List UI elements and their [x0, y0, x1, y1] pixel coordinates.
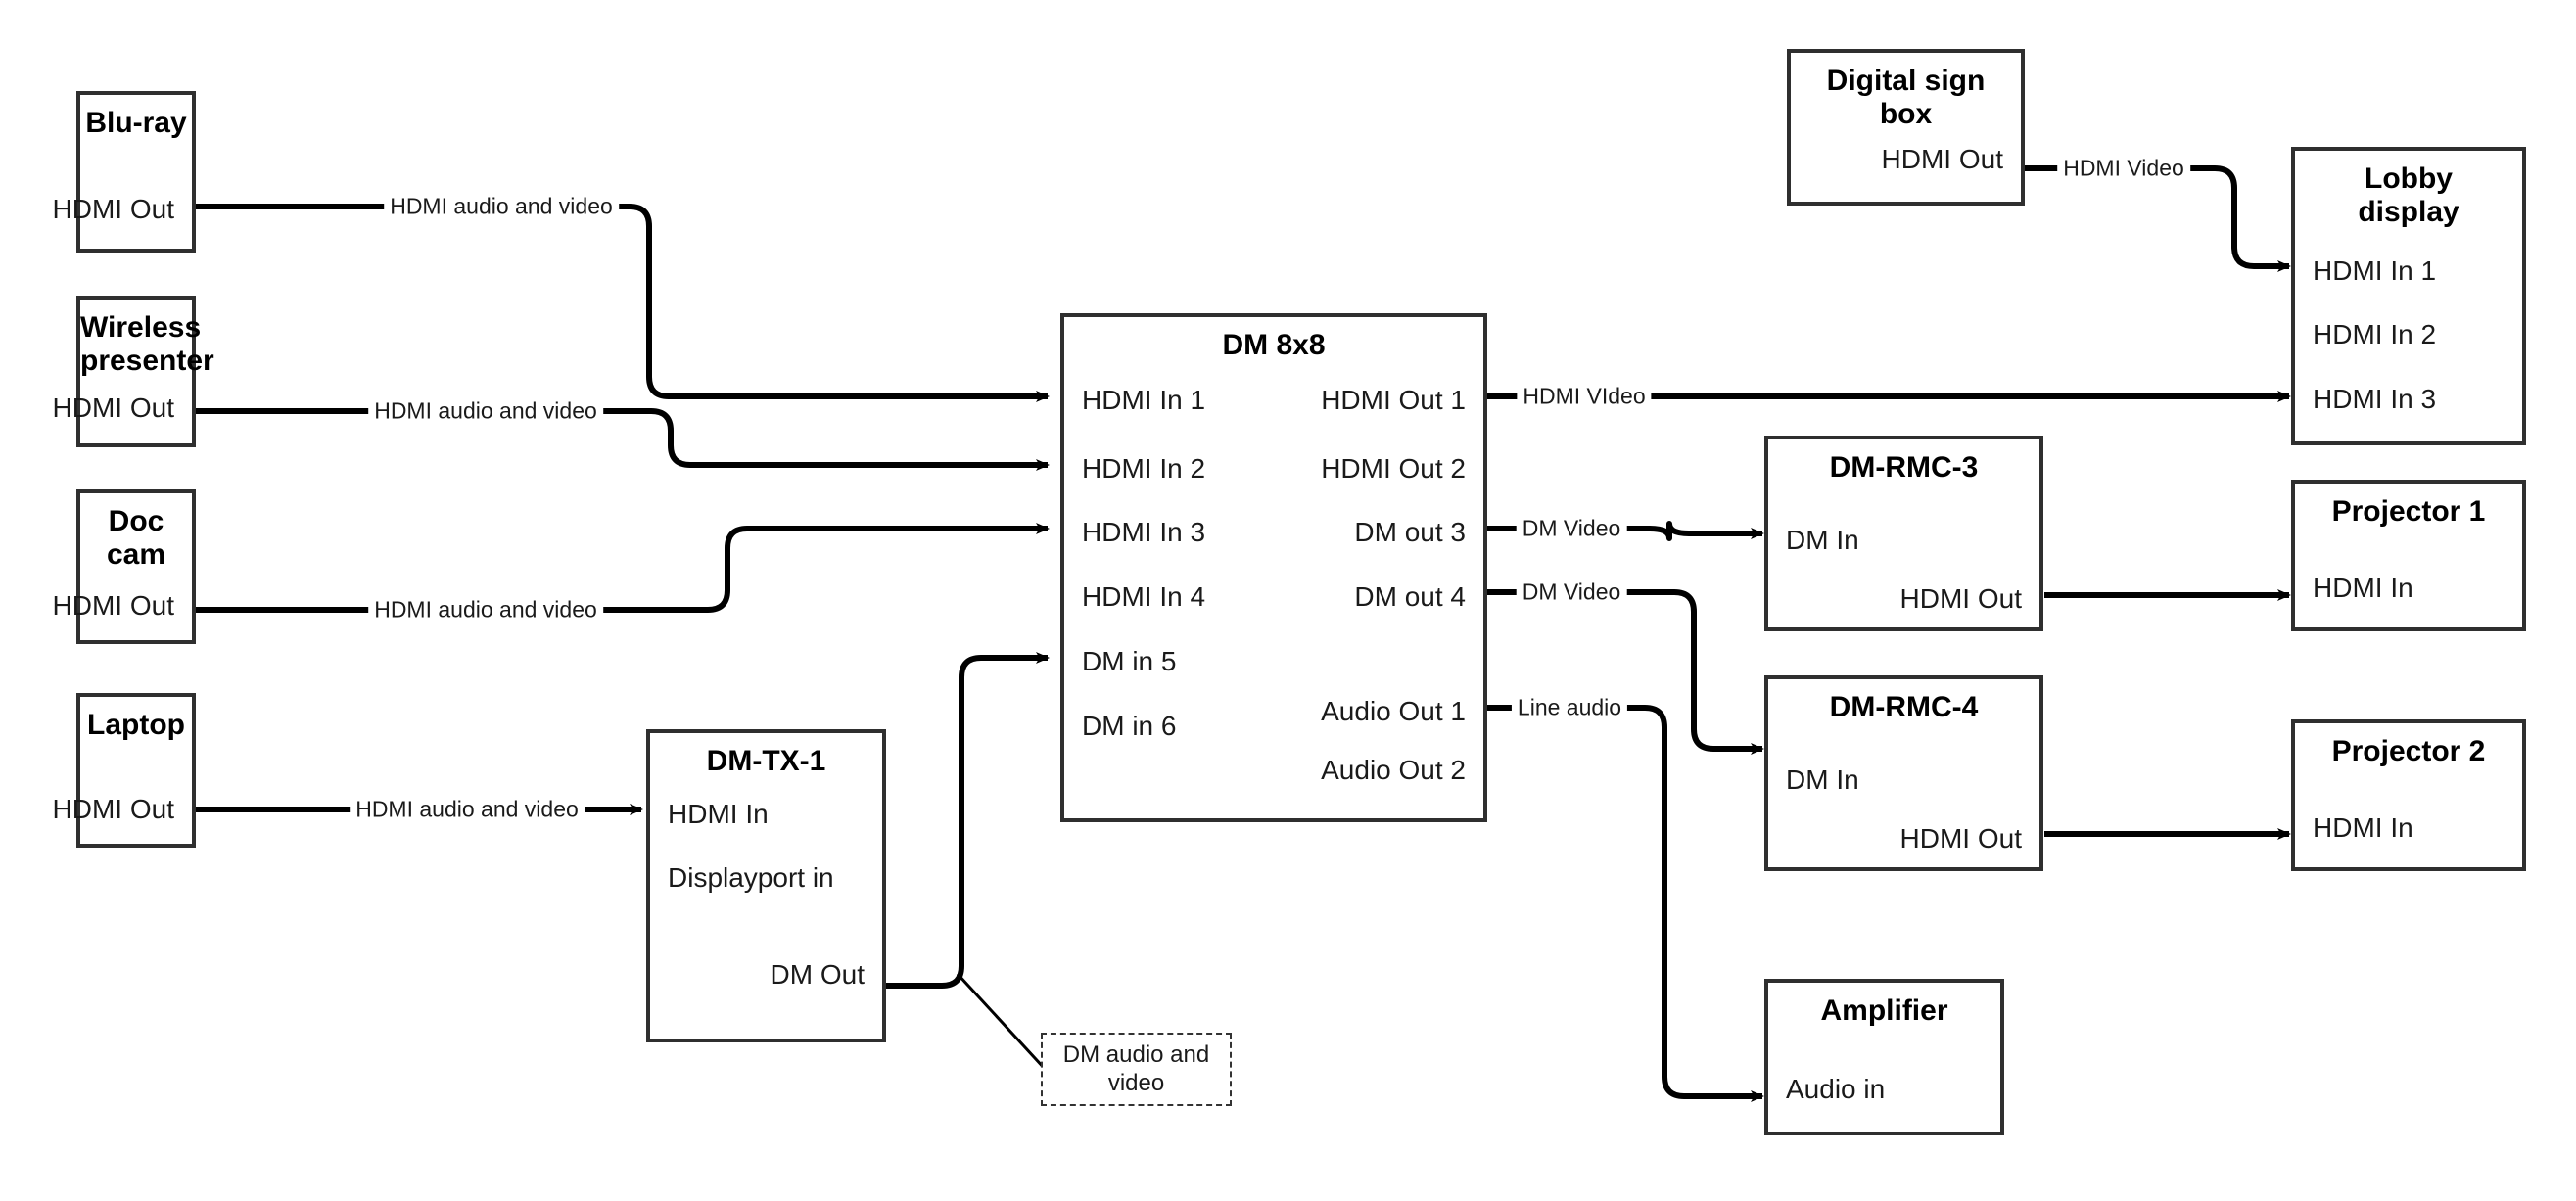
wire-audio-out1-to-amplifier: [1487, 705, 1764, 1102]
node-bluray[interactable]: Blu-ray HDMI Out: [53, 91, 196, 253]
port-lobby-hdmi-in-1[interactable]: HDMI In 1: [2313, 255, 2437, 286]
port-dm8x8-hdmi-in-1[interactable]: HDMI In 1: [1082, 385, 1206, 415]
port-dm8x8-hdmi-out-1[interactable]: HDMI Out 1: [1321, 385, 1466, 415]
port-dm8x8-audio-out-2[interactable]: Audio Out 2: [1321, 755, 1466, 785]
port-laptop-hdmi-out[interactable]: HDMI Out: [52, 794, 174, 824]
port-dm8x8-hdmi-in-2[interactable]: HDMI In 2: [1082, 453, 1206, 484]
leader-line-dm-note: [956, 972, 1048, 1072]
wire-bluray: [196, 204, 1050, 402]
edge-label-dm-out3: DM Video: [1516, 515, 1627, 542]
port-rmc4-hdmi-out[interactable]: HDMI Out: [1899, 823, 2022, 854]
node-lobby-display[interactable]: Lobby display HDMI In 1 HDMI In 2 HDMI I…: [2291, 147, 2526, 445]
port-doccam-hdmi-out[interactable]: HDMI Out: [52, 590, 174, 621]
annotation-line-2: video: [1107, 1069, 1165, 1096]
port-dm8x8-hdmi-in-3[interactable]: HDMI In 3: [1082, 517, 1206, 547]
node-bluray-title: Blu-ray: [85, 107, 187, 139]
port-bluray-hdmi-out[interactable]: HDMI Out: [52, 194, 174, 224]
port-dm8x8-hdmi-out-2[interactable]: HDMI Out 2: [1321, 453, 1466, 484]
node-projector-2[interactable]: Projector 2 HDMI In: [2291, 719, 2526, 871]
wire-wireless: [196, 408, 1050, 471]
node-dm-8x8-title: DM 8x8: [1222, 329, 1326, 361]
port-lobby-hdmi-in-3[interactable]: HDMI In 3: [2313, 384, 2437, 414]
node-dm-tx-1[interactable]: DM-TX-1 HDMI In Displayport in DM Out: [646, 729, 886, 1042]
node-digital-sign-box[interactable]: Digital sign box HDMI Out: [1787, 49, 2025, 206]
node-amplifier-title: Amplifier: [1820, 994, 1948, 1027]
port-rmc4-dm-in[interactable]: DM In: [1786, 764, 1859, 795]
wire-digitalsign-to-lobby-in1: [2025, 165, 2291, 272]
node-projector-1-title: Projector 1: [2331, 495, 2486, 528]
edge-label-dm-out4: DM Video: [1516, 578, 1627, 606]
node-amplifier[interactable]: Amplifier Audio in: [1764, 979, 2004, 1135]
port-proj1-hdmi-in[interactable]: HDMI In: [2313, 573, 2413, 603]
port-lobby-hdmi-in-2[interactable]: HDMI In 2: [2313, 319, 2437, 349]
edge-label-audio-out1: Line audio: [1511, 694, 1628, 721]
node-wireless-presenter-title: Wireless presenter: [80, 311, 214, 377]
port-dm8x8-hdmi-in-4[interactable]: HDMI In 4: [1082, 581, 1206, 612]
node-digital-sign-box-title: Digital sign box: [1791, 65, 2021, 130]
port-amplifier-audio-in[interactable]: Audio in: [1786, 1074, 1886, 1104]
port-dm8x8-dm-in-5[interactable]: DM in 5: [1082, 646, 1177, 676]
wire-bluray-to-dm8x8-in1: [196, 207, 1050, 396]
edge-label-laptop: HDMI audio and video: [350, 796, 585, 823]
port-wireless-hdmi-out[interactable]: HDMI Out: [52, 393, 174, 423]
node-dm-rmc-4-title: DM-RMC-4: [1829, 691, 1979, 723]
node-wireless-title-line-1: Wireless: [80, 311, 202, 344]
annotation-line-1: DM audio and: [1062, 1040, 1210, 1068]
edge-label-digital-sign: HDMI Video: [2057, 155, 2190, 182]
node-doc-cam[interactable]: Doc cam HDMI Out: [53, 489, 196, 644]
wire-dm-out4-to-rmc4: [1487, 589, 1764, 755]
edge-label-wireless: HDMI audio and video: [368, 397, 603, 425]
port-dm8x8-dm-in-6[interactable]: DM in 6: [1082, 711, 1177, 741]
port-proj2-hdmi-in[interactable]: HDMI In: [2313, 812, 2413, 843]
port-rmc3-hdmi-out[interactable]: HDMI Out: [1899, 583, 2022, 614]
node-laptop-title: Laptop: [87, 709, 185, 741]
node-digitalsign-title-line-1: Digital sign: [1826, 65, 1986, 97]
port-dm8x8-dm-out-4[interactable]: DM out 4: [1354, 581, 1466, 612]
edge-label-hdmi-out1: HDMI VIdeo: [1517, 383, 1652, 410]
edge-label-bluray: HDMI audio and video: [384, 193, 619, 220]
node-lobby-title-line-1: Lobby: [2365, 162, 2453, 195]
node-projector-2-title: Projector 2: [2331, 735, 2486, 767]
node-lobby-title-line-2: display: [2358, 195, 2459, 228]
port-dmtx1-hdmi-in[interactable]: HDMI In: [668, 799, 769, 829]
port-digitalsign-hdmi-out[interactable]: HDMI Out: [1881, 144, 2003, 174]
node-wireless-title-line-2: presenter: [80, 344, 214, 377]
port-dmtx1-dm-out[interactable]: DM Out: [770, 959, 865, 990]
node-doc-cam-title: Doc cam: [106, 505, 166, 571]
node-dm-rmc-3-title: DM-RMC-3: [1829, 451, 1979, 484]
port-dm8x8-dm-out-3[interactable]: DM out 3: [1354, 517, 1466, 547]
port-rmc3-dm-in[interactable]: DM In: [1786, 525, 1859, 555]
edge-label-doccam: HDMI audio and video: [368, 596, 603, 624]
node-dm-8x8[interactable]: DM 8x8 HDMI In 1 HDMI In 2 HDMI In 3 HDM…: [1060, 313, 1487, 822]
node-dm-rmc-3[interactable]: DM-RMC-3 DM In HDMI Out: [1764, 436, 2043, 631]
node-lobby-display-title: Lobby display: [2295, 162, 2522, 228]
annotation-dm-audio-video: DM audio and video: [1041, 1033, 1232, 1106]
port-dm8x8-audio-out-1[interactable]: Audio Out 1: [1321, 696, 1466, 726]
wire-doccam: [196, 523, 1050, 613]
node-laptop[interactable]: Laptop HDMI Out: [53, 693, 196, 848]
node-digitalsign-title-line-2: box: [1879, 97, 1933, 130]
node-projector-1[interactable]: Projector 1 HDMI In: [2291, 480, 2526, 631]
node-dm-rmc-4[interactable]: DM-RMC-4 DM In HDMI Out: [1764, 675, 2043, 871]
node-dm-tx-1-title: DM-TX-1: [706, 745, 826, 777]
node-wireless-presenter[interactable]: Wireless presenter HDMI Out: [53, 296, 214, 447]
port-dmtx1-displayport-in[interactable]: Displayport in: [668, 862, 834, 893]
wire-dmtx1-to-dm8x8-in5: [886, 652, 1050, 989]
